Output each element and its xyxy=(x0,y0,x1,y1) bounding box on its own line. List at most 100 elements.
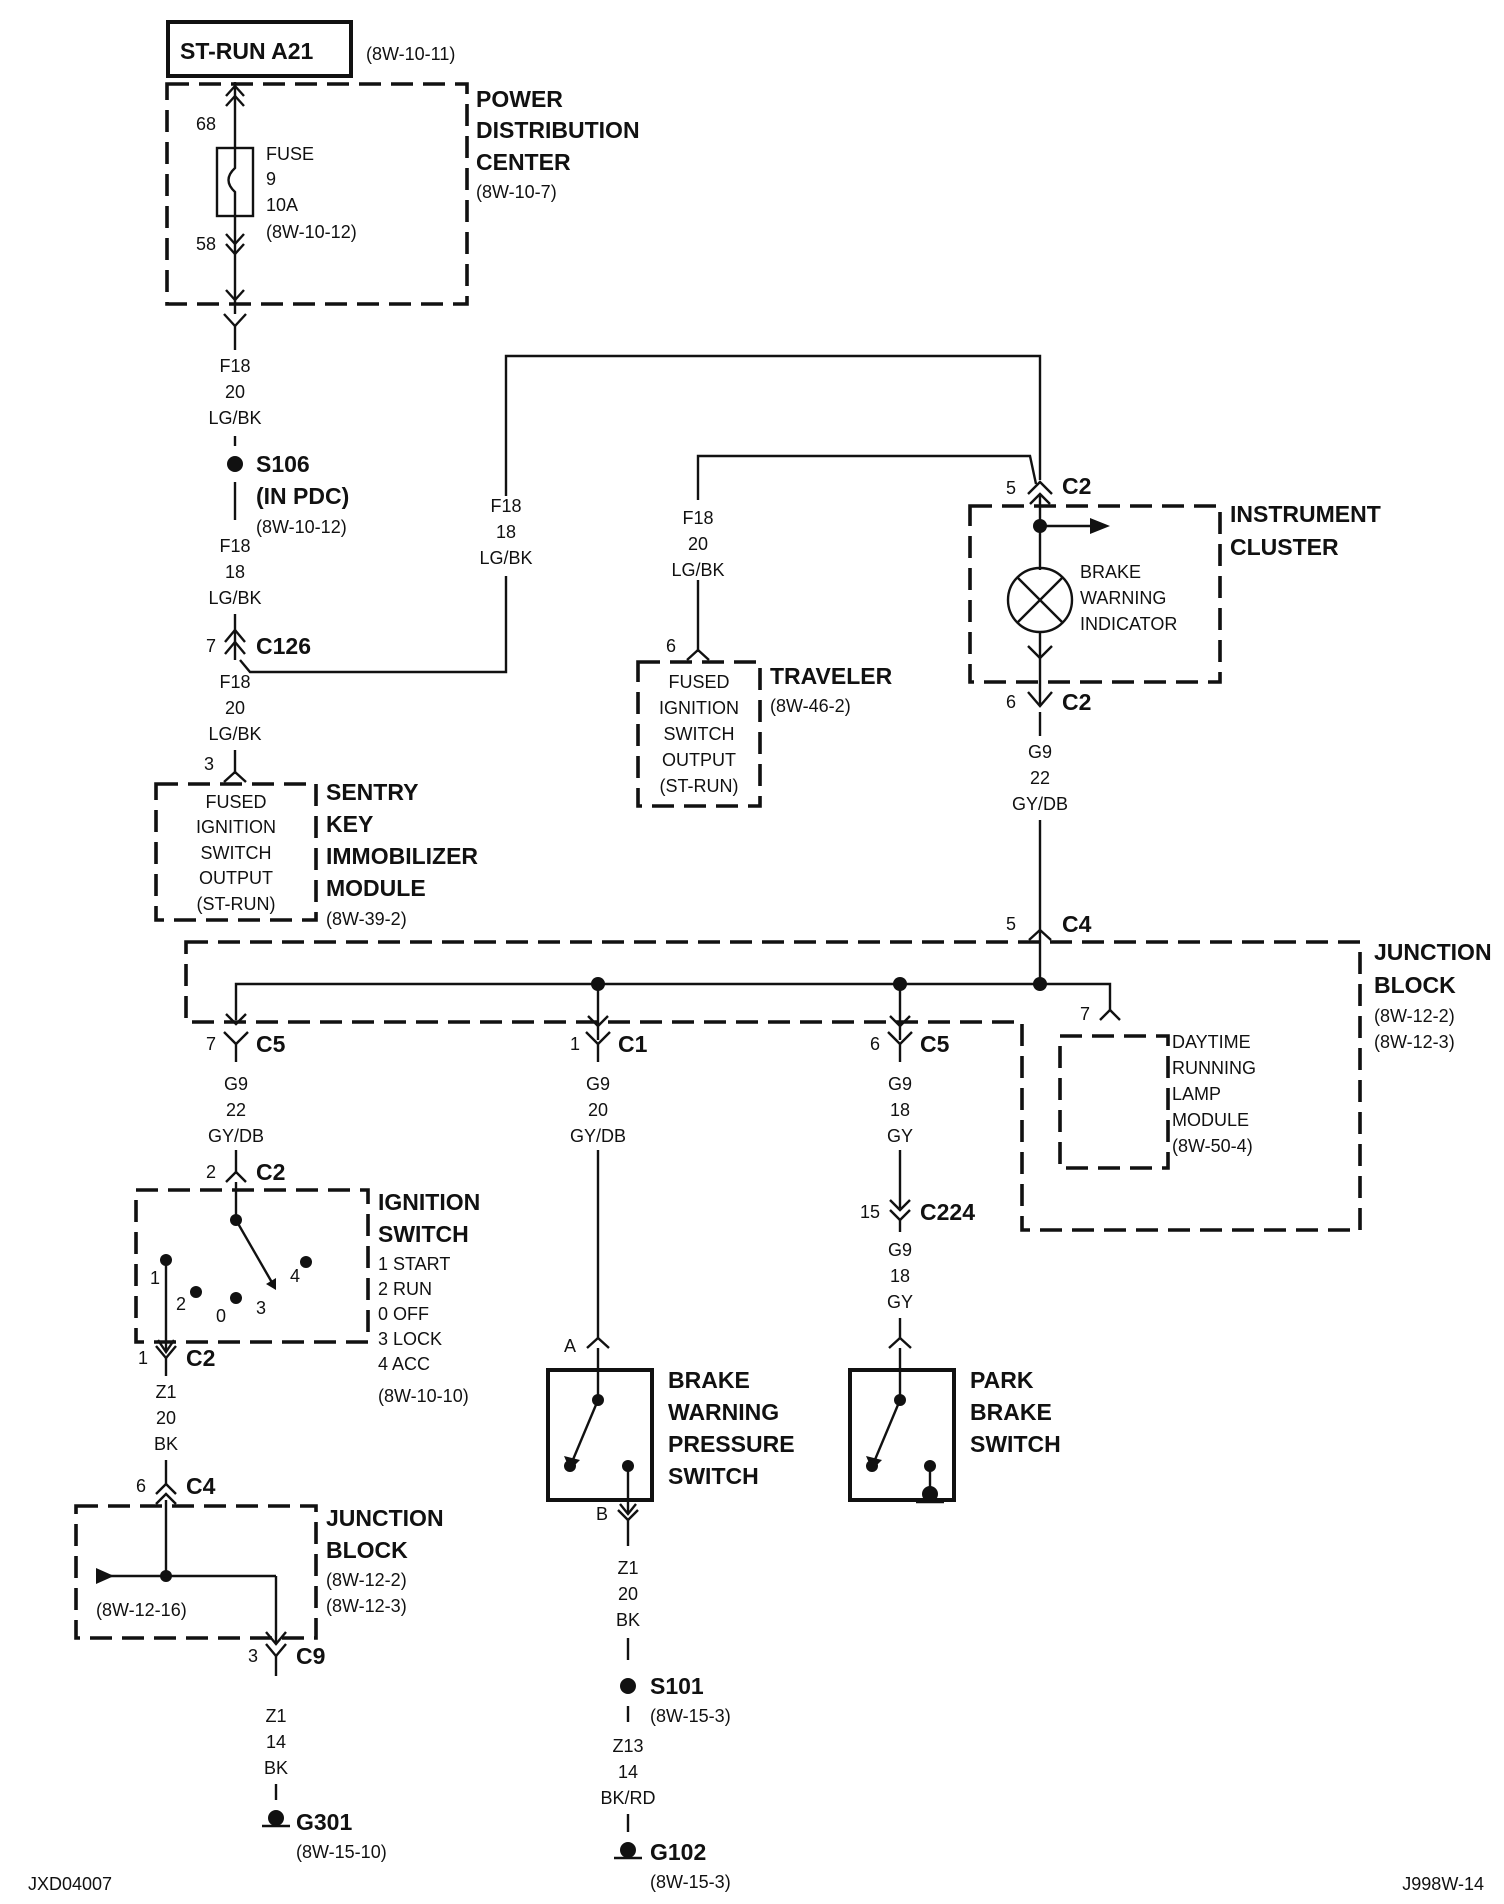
indicator-label-2: WARNING xyxy=(1080,588,1166,608)
wire-bwps-gauge: 20 xyxy=(588,1100,608,1120)
bwps-switch-symbol xyxy=(564,1348,637,1516)
jb2-internal xyxy=(96,1500,287,1676)
jb2-conn-top: C4 xyxy=(186,1473,216,1499)
pdc-ref: (8W-10-7) xyxy=(476,182,557,202)
wire-cluster-gauge: 18 xyxy=(496,522,516,542)
source-ref: (8W-10-11) xyxy=(366,44,455,64)
ignition-pin-top: 2 xyxy=(206,1162,216,1182)
s101-ref: (8W-15-3) xyxy=(650,1706,731,1726)
bwps-title-2: WARNING xyxy=(668,1399,779,1425)
source-box xyxy=(166,20,353,78)
skim-pin: 3 xyxy=(204,754,214,774)
cluster-conn-in: C2 xyxy=(1062,473,1091,499)
pdc-pin-in: 68 xyxy=(196,114,216,134)
wire-c126-color: LG/BK xyxy=(208,724,261,744)
cluster-pin-out: 6 xyxy=(1006,692,1016,712)
wire-s101-out-gauge: 14 xyxy=(618,1762,638,1782)
jb2-title-2: BLOCK xyxy=(326,1537,408,1563)
ignition-pos-1: 1 START xyxy=(378,1254,450,1274)
drl-pin: 7 xyxy=(1080,1004,1090,1024)
source-label: ST-RUN A21 xyxy=(180,38,314,64)
wire-traveler-circuit: F18 xyxy=(682,508,713,528)
wire-jb2-out-color: BK xyxy=(264,1758,288,1778)
wire-cluster-label-bg xyxy=(478,496,534,576)
wire-park2-color: GY xyxy=(887,1292,913,1312)
jb2-pin-top: 6 xyxy=(136,1476,146,1496)
wire-traveler-gauge: 20 xyxy=(688,534,708,554)
wire-c126-cluster xyxy=(239,354,1042,674)
park-title-2: BRAKE xyxy=(970,1399,1052,1425)
s106-ref: (8W-10-12) xyxy=(256,517,347,537)
wire-cluster-out-gauge: 22 xyxy=(1030,768,1050,788)
jb-c5-7-name: C5 xyxy=(256,1031,286,1057)
pdc-title-1: POWER xyxy=(476,86,563,112)
skim-body-4: OUTPUT xyxy=(199,868,273,888)
wire-cluster-color: LG/BK xyxy=(479,548,532,568)
traveler-body-4: OUTPUT xyxy=(662,750,736,770)
ignition-contact-4: 4 xyxy=(290,1266,300,1286)
s101-splice-dot xyxy=(620,1678,636,1694)
jb-c5-6-name: C5 xyxy=(920,1031,950,1057)
fuse-number: 9 xyxy=(266,169,276,189)
wire-ign-color: GY/DB xyxy=(208,1126,264,1146)
ignition-pos-2: 2 RUN xyxy=(378,1279,432,1299)
jb-c1-1-pin: 1 xyxy=(570,1034,580,1054)
pdc-box xyxy=(165,82,469,306)
jb-c4-name: C4 xyxy=(1062,911,1092,937)
wire-bwps-color: GY/DB xyxy=(570,1126,626,1146)
g102-name: G102 xyxy=(650,1839,706,1865)
wire-s101-out-circuit: Z13 xyxy=(612,1736,643,1756)
brake-warning-lamp-icon xyxy=(1006,566,1074,706)
skim-box xyxy=(154,782,318,922)
ignition-contact-2: 2 xyxy=(176,1294,186,1314)
skim-body-3: SWITCH xyxy=(201,843,272,863)
wire-park1-circuit: G9 xyxy=(888,1074,912,1094)
cluster-connector-out xyxy=(1027,691,1053,708)
wire-ign-gauge: 22 xyxy=(226,1100,246,1120)
g102-ground-icon xyxy=(614,1842,642,1860)
ignition-pin-bottom: 1 xyxy=(138,1348,148,1368)
g102-ref: (8W-15-3) xyxy=(650,1872,731,1892)
pdc-title-2: DISTRIBUTION xyxy=(476,117,640,143)
bwps-pin-b: B xyxy=(596,1504,608,1524)
pdc-title-3: CENTER xyxy=(476,149,571,175)
cluster-box xyxy=(968,504,1222,684)
bwps-box xyxy=(546,1368,654,1502)
park-title-1: PARK xyxy=(970,1367,1034,1393)
jb-c1-1-connector xyxy=(585,1031,611,1062)
ignition-title-1: IGNITION xyxy=(378,1189,480,1215)
ignition-pos-4: 3 LOCK xyxy=(378,1329,442,1349)
cluster-title-2: CLUSTER xyxy=(1230,534,1339,560)
traveler-body-2: IGNITION xyxy=(659,698,739,718)
park-brake-box xyxy=(848,1368,956,1502)
c126-connector xyxy=(224,614,246,660)
pdc-pin-out: 58 xyxy=(196,234,216,254)
c224-pin: 15 xyxy=(860,1202,880,1222)
skim-ref: (8W-39-2) xyxy=(326,909,407,929)
jb-c5-6-connector xyxy=(887,1031,913,1062)
s106-sub: (IN PDC) xyxy=(256,483,349,509)
jb2-ref-2: (8W-12-3) xyxy=(326,1596,407,1616)
wire-jb2-out-gauge: 14 xyxy=(266,1732,286,1752)
drl-body-5: (8W-50-4) xyxy=(1172,1136,1253,1156)
cluster-conn-out: C2 xyxy=(1062,689,1091,715)
drl-body-3: LAMP xyxy=(1172,1084,1221,1104)
bwps-connector-a xyxy=(586,1336,610,1349)
jb2-conn-bottom: C9 xyxy=(296,1643,325,1669)
g301-ref: (8W-15-10) xyxy=(296,1842,387,1862)
wire-cluster-circuit: F18 xyxy=(490,496,521,516)
ignition-conn-bottom: C2 xyxy=(186,1345,215,1371)
bwps-title-3: PRESSURE xyxy=(668,1431,795,1457)
cluster-arrow-icon xyxy=(1040,518,1110,534)
ignition-switch-symbol xyxy=(157,1182,312,1355)
jb2-title-1: JUNCTION xyxy=(326,1505,444,1531)
wire-s106-gauge: 18 xyxy=(225,562,245,582)
fuse-ref: (8W-10-12) xyxy=(266,222,357,242)
wire-c126-circuit: F18 xyxy=(219,672,250,692)
traveler-ref: (8W-46-2) xyxy=(770,696,851,716)
ignition-contact-0: 0 xyxy=(216,1306,226,1326)
skim-title-1: SENTRY xyxy=(326,779,418,805)
jb-c5-6-pin: 6 xyxy=(870,1034,880,1054)
g301-ground-icon xyxy=(262,1810,290,1828)
park-title-3: SWITCH xyxy=(970,1431,1061,1457)
